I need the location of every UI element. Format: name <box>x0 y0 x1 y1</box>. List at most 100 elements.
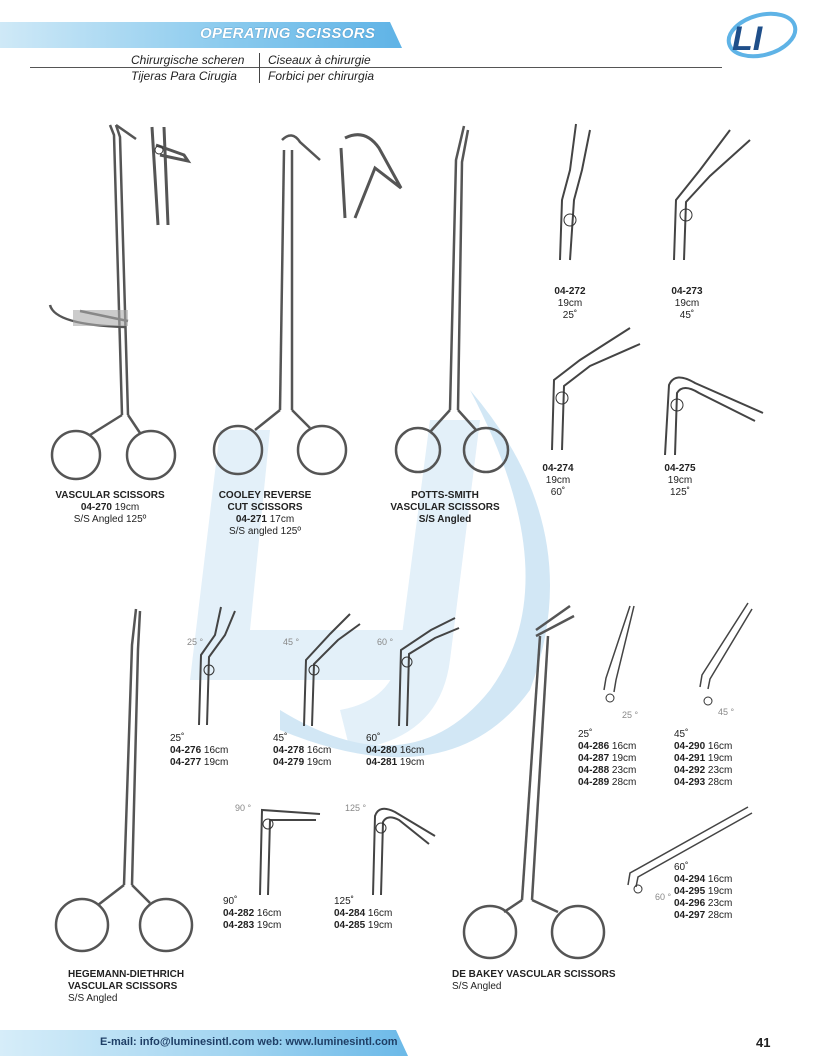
tip-04-274-image <box>551 327 641 451</box>
table-row: 04-282 16cm <box>223 908 282 919</box>
tip-angle: 25˚ <box>578 729 593 740</box>
tip-90-mark: 90 ° <box>235 803 252 813</box>
table-tip-125: 125˚ 04-284 16cm 04-285 19cm <box>334 896 392 932</box>
product-name-2: CUT SCISSORS <box>227 502 303 513</box>
product-size: 19cm <box>667 475 693 486</box>
tip-angle: 125˚ <box>334 896 355 907</box>
product-code: 04-272 <box>554 286 586 297</box>
product-angle: 60˚ <box>550 487 566 498</box>
page-number: 41 <box>756 1035 771 1050</box>
table-row: 04-290 16cm <box>674 741 733 752</box>
tip-25-mark: 25 ° <box>187 637 204 647</box>
product-size: 17cm <box>269 514 295 525</box>
product-size: 19cm <box>557 298 583 309</box>
watermark-logo <box>190 390 550 758</box>
debakey-tip-45-image <box>699 602 753 706</box>
caption-04-274: 04-274 19cm 60˚ <box>528 463 588 499</box>
footer-banner <box>0 1030 408 1056</box>
table-row: 04-278 16cm <box>273 745 332 756</box>
debakey-scissors-image <box>462 604 606 960</box>
product-code: 04-273 <box>671 286 703 297</box>
tip-04-275-image <box>664 376 764 456</box>
table-row: 04-283 19cm <box>223 920 282 931</box>
hegemann-diethrich-scissors-image <box>54 608 194 953</box>
debakey-tip-60-image <box>627 806 753 894</box>
tip-04-272-image <box>559 123 591 261</box>
caption-potts-smith: POTTS-SMITH VASCULAR SCISSORS S/S Angled <box>385 490 505 526</box>
subtitle-it: Forbici per chirurgia <box>268 69 375 83</box>
potts-smith-scissors-image <box>394 125 510 474</box>
table-row: 04-287 19cm <box>578 753 637 764</box>
debakey-tip-45-mark: 45 ° <box>718 707 735 717</box>
subtitle-es: Tijeras Para Cirugia <box>131 69 237 83</box>
table-row: 04-276 16cm <box>170 745 229 756</box>
product-size: 19cm <box>114 502 140 513</box>
table-row: 04-297 28cm <box>674 910 733 921</box>
header-banner <box>0 22 402 48</box>
product-desc: S/S Angled <box>68 993 118 1004</box>
caption-04-270: VASCULAR SCISSORS 04-270 19cm S/S Angled… <box>30 490 190 526</box>
brand-logo: LI <box>726 11 798 59</box>
product-name: DE BAKEY VASCULAR SCISSORS <box>452 969 616 980</box>
product-desc: S/S Angled <box>418 514 472 525</box>
product-code: 04-275 <box>664 463 696 474</box>
tip-angle: 45˚ <box>674 729 689 740</box>
product-name: COOLEY REVERSE <box>218 490 312 501</box>
footer-contact: E-mail: info@luminesintl.com web: www.lu… <box>100 1036 398 1048</box>
subtitle-divider <box>259 53 260 83</box>
tip-60-image <box>398 617 460 727</box>
debakey-tip-25-mark: 25 ° <box>622 710 639 720</box>
tip-angle: 45˚ <box>273 733 288 744</box>
product-code: 04-271 <box>235 514 267 525</box>
product-name-2: VASCULAR SCISSORS <box>390 502 500 513</box>
product-desc: S/S Angled 125º <box>73 514 147 525</box>
table-row: 04-294 16cm <box>674 874 733 885</box>
table-row: 04-288 23cm <box>578 765 637 776</box>
tip-125-image <box>372 807 436 896</box>
product-name: POTTS-SMITH <box>411 490 479 501</box>
vascular-scissors-image <box>48 123 192 481</box>
tip-angle: 60˚ <box>366 733 381 744</box>
header-divider <box>30 67 722 68</box>
product-angle: 45˚ <box>679 310 695 321</box>
tip-angle: 60˚ <box>674 862 689 873</box>
table-row: 04-277 19cm <box>170 757 229 768</box>
product-name: VASCULAR SCISSORS <box>55 490 165 501</box>
product-size: 19cm <box>545 475 571 486</box>
debakey-tip-60-mark: 60 ° <box>655 892 672 902</box>
table-tip-25: 25˚ 04-276 16cm 04-277 19cm <box>170 733 228 769</box>
product-name: HEGEMANN-DIETHRICH <box>68 969 185 980</box>
table-debakey-60: 60˚ 04-294 16cm 04-295 19cm 04-296 23cm … <box>674 862 732 922</box>
tip-45-image <box>303 613 361 727</box>
tip-angle: 25˚ <box>170 733 185 744</box>
caption-04-272: 04-272 19cm 25˚ <box>540 286 600 322</box>
table-tip-60: 60˚ 04-280 16cm 04-281 19cm <box>366 733 424 769</box>
product-desc: S/S Angled <box>452 981 502 992</box>
table-row: 04-281 19cm <box>366 757 425 768</box>
table-row: 04-285 19cm <box>334 920 393 931</box>
svg-text:LI: LI <box>732 20 764 58</box>
tip-125-mark: 125 ° <box>345 803 367 813</box>
caption-04-271: COOLEY REVERSE CUT SCISSORS 04-271 17cm … <box>205 490 325 538</box>
table-tip-45: 45˚ 04-278 16cm 04-279 19cm <box>273 733 331 769</box>
product-code: 04-274 <box>542 463 574 474</box>
product-name-2: VASCULAR SCISSORS <box>68 981 178 992</box>
tip-45-mark: 45 ° <box>283 637 300 647</box>
table-row: 04-286 16cm <box>578 741 637 752</box>
table-row: 04-296 23cm <box>674 898 733 909</box>
table-tip-90: 90˚ 04-282 16cm 04-283 19cm <box>223 896 281 932</box>
product-size: 19cm <box>674 298 700 309</box>
table-debakey-45: 45˚ 04-290 16cm 04-291 19cm 04-292 23cm … <box>674 729 732 789</box>
page-title: OPERATING SCISSORS <box>200 25 376 42</box>
caption-04-273: 04-273 19cm 45˚ <box>657 286 717 322</box>
product-code: 04-270 <box>80 502 112 513</box>
product-angle: 25˚ <box>562 310 578 321</box>
caption-hegemann-diethrich: HEGEMANN-DIETHRICH VASCULAR SCISSORS S/S… <box>68 969 184 1005</box>
table-row: 04-284 16cm <box>334 908 393 919</box>
table-row: 04-279 19cm <box>273 757 332 768</box>
subtitle-fr: Ciseaux à chirurgie <box>268 53 371 67</box>
table-row: 04-280 16cm <box>366 745 425 756</box>
subtitle-de: Chirurgische scheren <box>131 53 245 67</box>
table-debakey-25: 25˚ 04-286 16cm 04-287 19cm 04-288 23cm … <box>578 729 636 789</box>
tip-60-mark: 60 ° <box>377 637 394 647</box>
